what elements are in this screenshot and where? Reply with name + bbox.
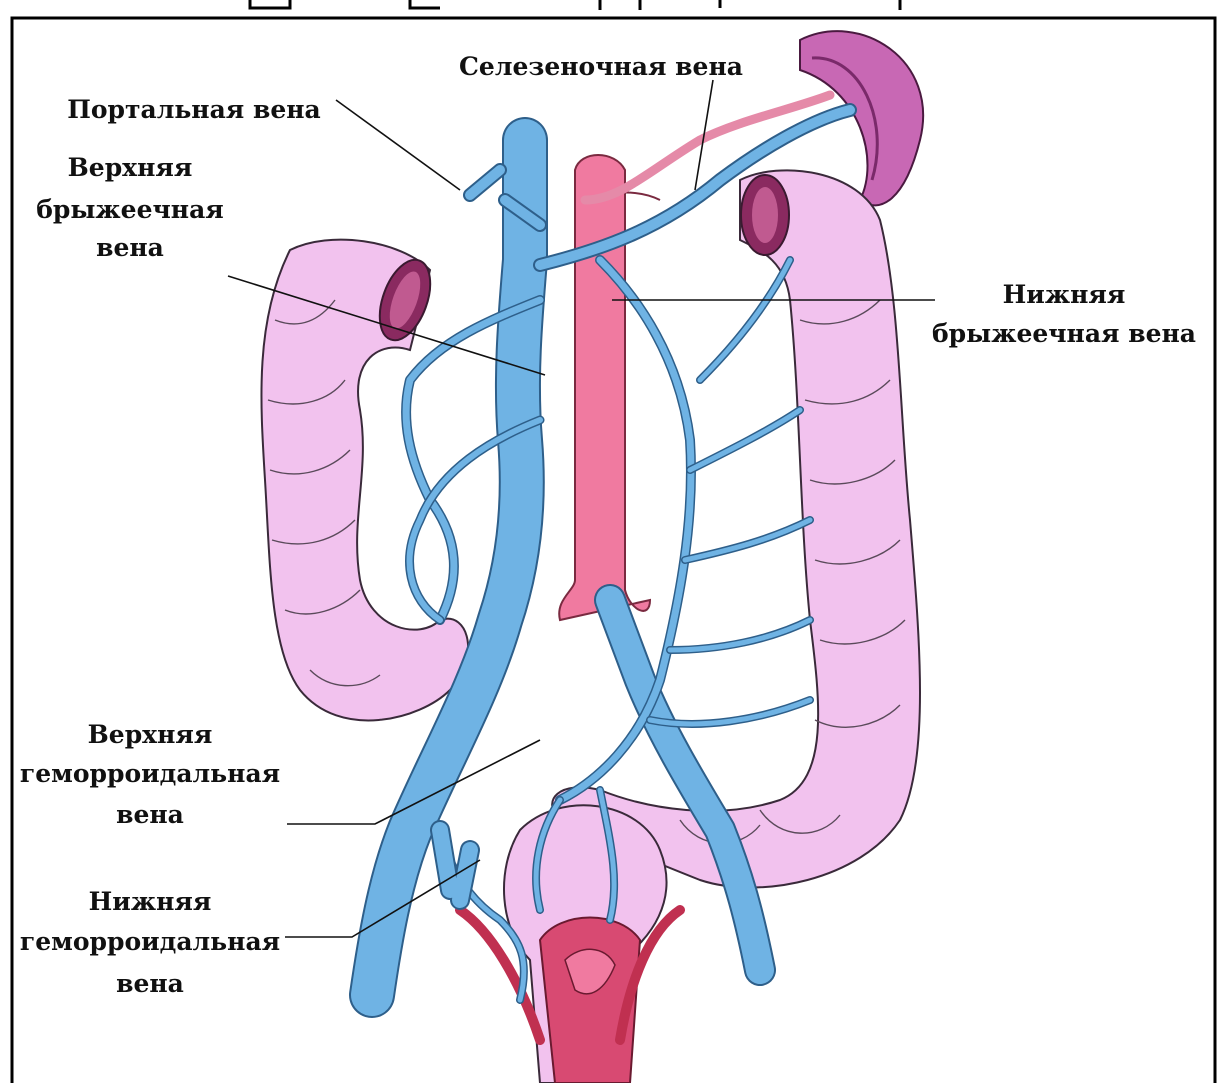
label-superior-hemorrhoidal-line3: вена	[116, 800, 184, 829]
top-cut-caption-strip	[0, 0, 1227, 12]
label-superior-hemorrhoidal-line1: Верхняя	[88, 720, 213, 749]
label-splenic-vein: Селезеночная вена	[459, 52, 743, 81]
label-superior-hemorrhoidal-line2: геморроидальная	[20, 759, 280, 788]
label-superior-mesenteric-line3: вена	[96, 233, 164, 262]
label-inferior-mesenteric-line2: брыжеечная вена	[932, 319, 1196, 348]
label-inferior-hemorrhoidal-line1: Нижняя	[89, 887, 212, 916]
label-inferior-hemorrhoidal-line3: вена	[116, 969, 184, 998]
label-superior-mesenteric-line1: Верхняя	[68, 153, 193, 182]
label-superior-mesenteric-line2: брыжеечная	[36, 195, 224, 224]
label-inferior-hemorrhoidal-line2: геморроидальная	[20, 927, 280, 956]
label-inferior-mesenteric-line1: Нижняя	[1003, 280, 1126, 309]
label-portal-vein: Портальная вена	[67, 95, 321, 124]
